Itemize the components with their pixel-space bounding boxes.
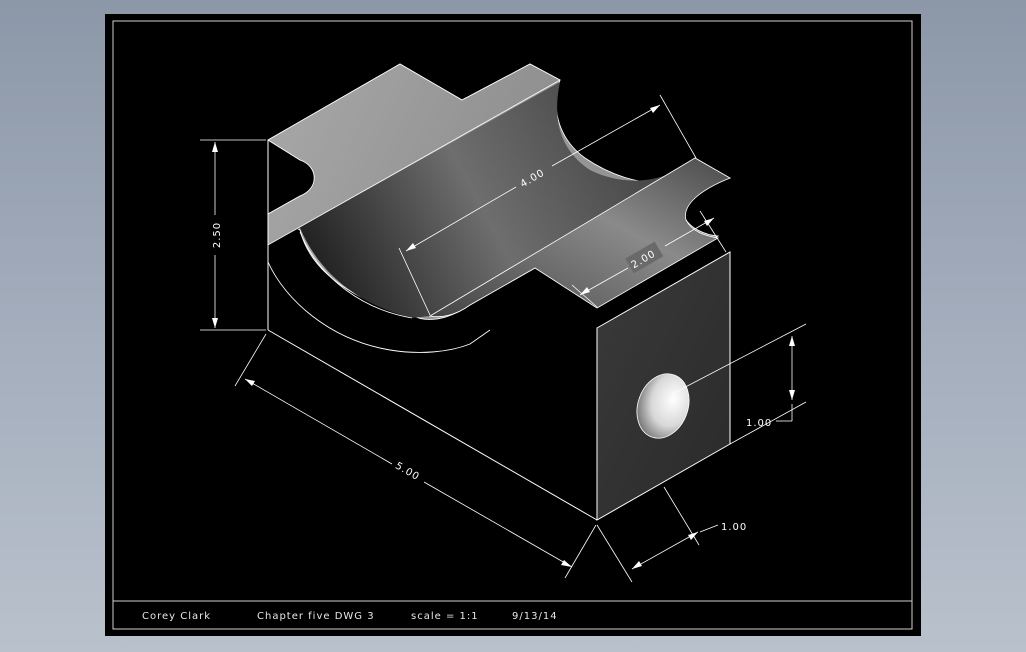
- dim-length-label: 5.00: [393, 461, 421, 484]
- dim-height-label: 2.50: [212, 222, 223, 248]
- back-land: [267, 63, 561, 246]
- front-arc-edge: [267, 261, 491, 353]
- sheet-border: [112, 20, 913, 630]
- dim-hole-offset-label: 1.00: [746, 418, 772, 429]
- cylindrical-trough: [268, 82, 694, 318]
- slot-ridge: [428, 157, 731, 318]
- trough-edge: [299, 231, 413, 319]
- through-hole: [636, 373, 690, 439]
- block-body: [267, 63, 731, 521]
- title-block-date: 9/13/14: [512, 611, 558, 622]
- title-block-scale: scale = 1:1: [411, 611, 479, 622]
- dimension-arrows: [212, 105, 795, 569]
- edge-bottom-front: [267, 329, 598, 521]
- title-block-drawing: Chapter five DWG 3: [257, 611, 375, 622]
- slot-label-background: [625, 241, 664, 274]
- dim-end-width-label: 1.00: [721, 522, 747, 533]
- dimension-lines: [200, 94, 807, 583]
- title-block-author: Corey Clark: [142, 611, 212, 622]
